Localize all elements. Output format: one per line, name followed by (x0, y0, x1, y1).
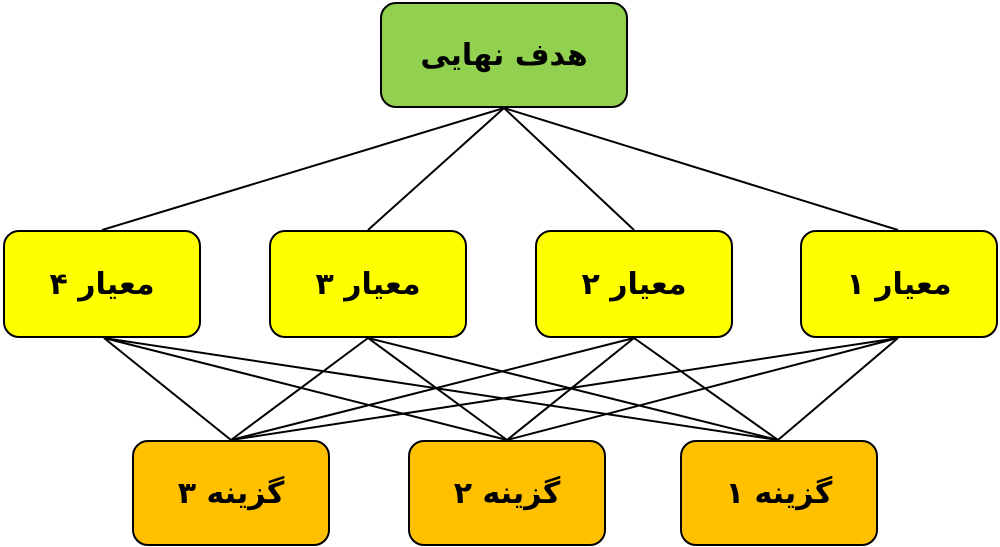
criterion-4-label: معیار ۴ (49, 266, 155, 302)
alternative-3-label: گزینه ۳ (177, 475, 285, 511)
goal-label: هدف نهایی (420, 37, 588, 73)
goal-node: هدف نهایی (380, 2, 628, 108)
link-criterion-4-alternative-1 (103, 337, 779, 441)
link-criterion-4-alternative-2 (103, 337, 508, 441)
link-criterion-4-alternative-3 (103, 337, 232, 441)
criterion-4-node: معیار ۴ (3, 230, 201, 338)
link-criterion-2-alternative-3 (230, 337, 635, 441)
link-goal-criterion-2 (503, 107, 635, 231)
link-criterion-3-alternative-1 (367, 337, 779, 441)
link-criterion-1-alternative-3 (230, 337, 899, 441)
link-criterion-1-alternative-2 (506, 337, 899, 441)
alternative-2-label: گزینه ۲ (453, 475, 561, 511)
criterion-2-label: معیار ۲ (581, 266, 687, 302)
criterion-3-label: معیار ۳ (315, 266, 421, 302)
criterion-2-node: معیار ۲ (535, 230, 733, 338)
link-criterion-3-alternative-2 (367, 337, 508, 441)
link-goal-criterion-1 (503, 107, 899, 231)
link-goal-criterion-4 (101, 107, 505, 231)
alternative-1-label: گزینه ۱ (725, 475, 833, 511)
criterion-3-node: معیار ۳ (269, 230, 467, 338)
criterion-1-node: معیار ۱ (800, 230, 998, 338)
alternative-1-node: گزینه ۱ (680, 440, 878, 546)
link-criterion-1-alternative-1 (777, 337, 899, 441)
criterion-1-label: معیار ۱ (846, 266, 952, 302)
alternative-3-node: گزینه ۳ (132, 440, 330, 546)
link-goal-criterion-3 (367, 107, 505, 231)
link-criterion-3-alternative-3 (230, 337, 369, 441)
alternative-2-node: گزینه ۲ (408, 440, 606, 546)
